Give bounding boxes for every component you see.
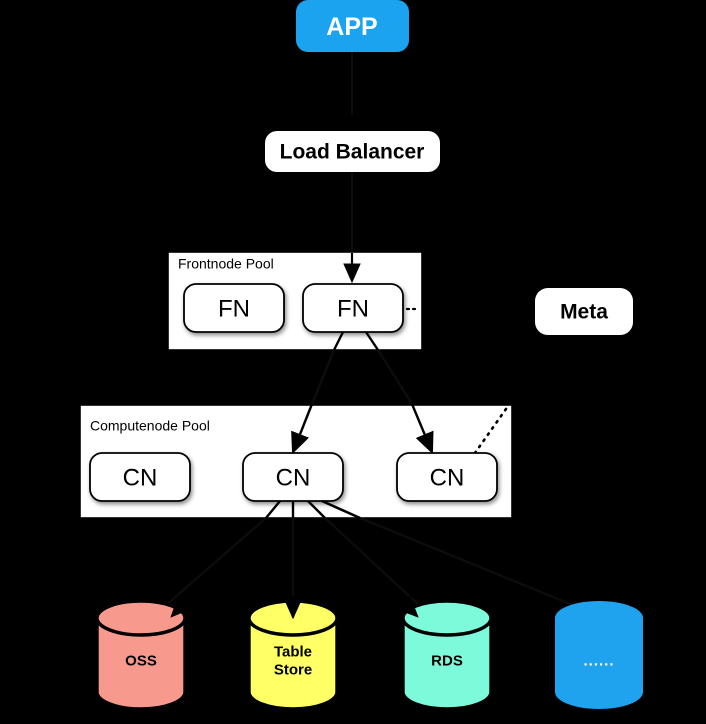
edge-frontnode-to-computenode-right-stub [365,331,379,351]
edge-computenode-to-other-stub [321,499,361,520]
edge-computenode-to-rds [324,517,421,607]
edge-frontnode-to-computenode-left-mid [310,349,336,405]
store-other-top [555,601,643,635]
app-node[interactable]: APP [296,0,409,52]
store-rds-body [401,616,493,711]
store-table-store-label-line1: Table [274,644,312,661]
edge-computenode-to-oss-stub [265,500,281,519]
computenode-cn-1-shape [89,452,191,502]
store-table-store-label-line2: Store [274,662,312,679]
computenode-cn-1[interactable]: CN [89,452,191,502]
load-balancer-shape [265,131,440,172]
store-rds-inbound-arrow [396,595,419,618]
store-rds[interactable]: RDS [396,595,493,711]
edge-frontnode-to-computenode-right-arrow [410,403,434,455]
computenode-cn-2[interactable]: CN [242,452,344,502]
computenode-pool-label: Computenode Pool [90,418,210,434]
load-balancer-node[interactable]: Load Balancer [265,131,440,172]
app-node-shape [296,0,409,52]
computenode-cn-3-shape [396,452,498,502]
load-balancer-label: Load Balancer [280,141,425,164]
computenode-cn-1-label: CN [123,465,158,492]
store-table-store-body [247,616,339,711]
edge-frontnode-to-computenode-center-arrow [291,403,314,455]
frontnode-fn-2[interactable]: FN [302,283,404,333]
meta-node[interactable]: Meta [535,288,633,335]
store-other-label: ...... [583,653,614,670]
computenode-cn-3[interactable]: CN [396,452,498,502]
frontnode-fn-1-shape [183,283,285,333]
store-rds-top [401,599,493,637]
edge-frontnode-to-computenode-right-mid [376,349,414,405]
frontnode-pool: Frontnode Pool FN FN [167,251,423,351]
edge-frontnode-to-computenode-left-stub [332,331,345,351]
frontnode-fn-2-label: FN [337,296,369,323]
store-table-store[interactable]: Table Store [247,596,339,711]
store-oss[interactable]: OSS [95,595,193,711]
computenode-cn-3-label: CN [430,465,465,492]
computenode-pool: Computenode Pool CN CN CN [79,403,513,520]
store-oss-body [95,616,187,711]
frontnode-pool-label: Frontnode Pool [178,256,274,272]
store-oss-top [95,599,187,637]
store-other-body [555,618,643,709]
computenode-cn-2-label: CN [276,465,311,492]
frontnode-fn-1-label: FN [218,296,250,323]
store-other[interactable]: ...... [555,601,643,709]
store-rds-label: RDS [431,653,463,670]
edge-computenode-to-other [359,516,576,608]
edge-computenode-to-oss [164,517,267,607]
meta-node-label: Meta [560,301,608,324]
frontnode-fn-1[interactable]: FN [183,283,285,333]
edges-computenode-to-stores [164,516,576,608]
meta-node-shape [535,288,633,335]
app-node-label: APP [326,13,377,41]
store-oss-label: OSS [125,653,157,670]
edge-computenode-to-rds-stub [307,500,326,519]
frontnode-fn-2-shape [302,283,404,333]
store-oss-inbound-arrow [170,595,193,618]
